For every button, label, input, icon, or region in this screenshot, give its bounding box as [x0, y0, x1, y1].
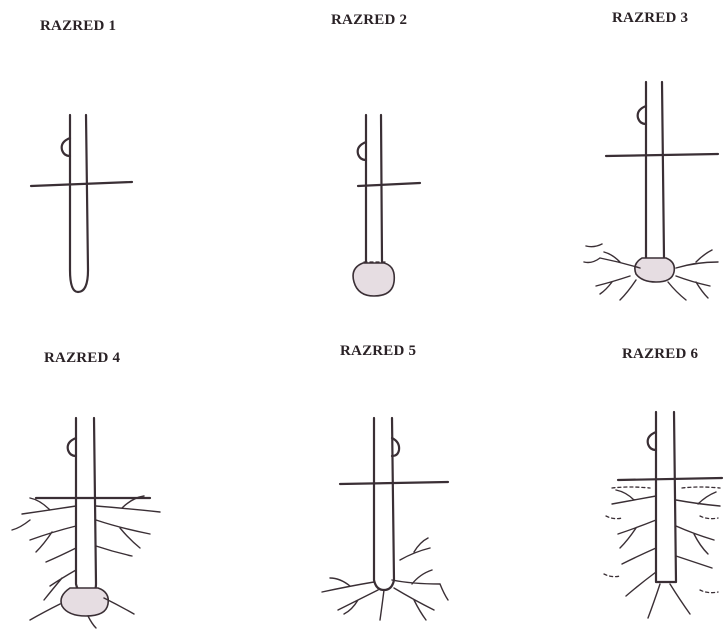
- seedling-1: [31, 115, 132, 292]
- roots-6: [604, 487, 720, 618]
- bud-1: [62, 138, 70, 156]
- seedling-4: [12, 418, 160, 628]
- roots-5: [322, 538, 448, 620]
- seedling-6: [604, 412, 722, 618]
- stem-2-right: [381, 115, 382, 262]
- seedling-2: [353, 115, 420, 296]
- seedling-5: [322, 418, 448, 620]
- stem-6: [656, 412, 676, 582]
- bud-2: [358, 142, 366, 160]
- stem-4: [76, 418, 96, 594]
- ground-line-2: [358, 183, 420, 186]
- stem-1: [70, 115, 88, 292]
- root-ball-3: [635, 258, 674, 282]
- stem-3-right: [662, 82, 664, 258]
- root-ball-4: [61, 588, 108, 616]
- ground-line-5: [340, 482, 448, 484]
- root-ball-2: [353, 263, 394, 296]
- stem-5: [374, 418, 394, 590]
- seedling-3: [584, 82, 718, 300]
- ground-line-6: [618, 478, 722, 480]
- bud-4: [68, 438, 76, 456]
- ground-line-1: [31, 182, 132, 186]
- bud-6: [648, 432, 656, 450]
- bud-3: [638, 106, 646, 124]
